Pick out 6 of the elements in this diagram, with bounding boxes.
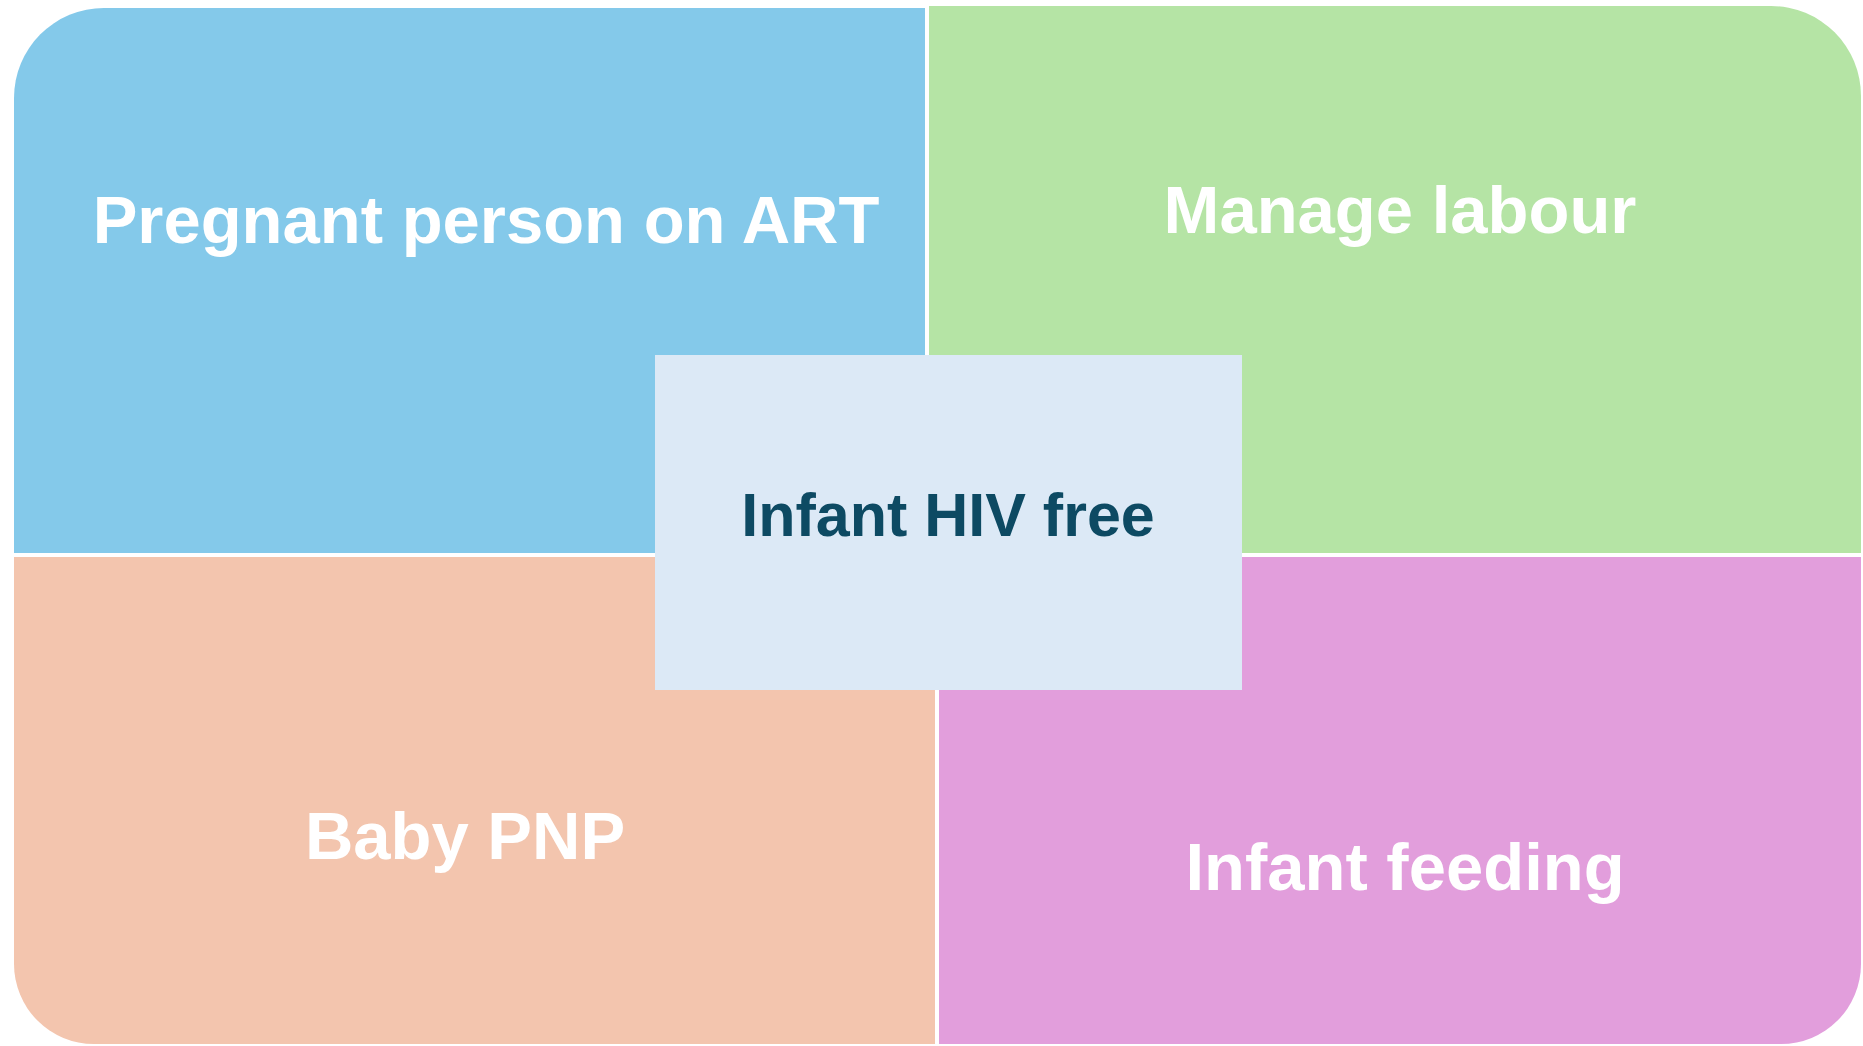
center-box <box>655 355 1242 690</box>
quadrant-panel <box>939 557 1861 1044</box>
quadrant-panel <box>14 557 935 1044</box>
node-label: Infant HIV free <box>741 484 1155 546</box>
quadrant-panel <box>14 8 925 355</box>
quadrant-panel <box>929 6 1861 355</box>
